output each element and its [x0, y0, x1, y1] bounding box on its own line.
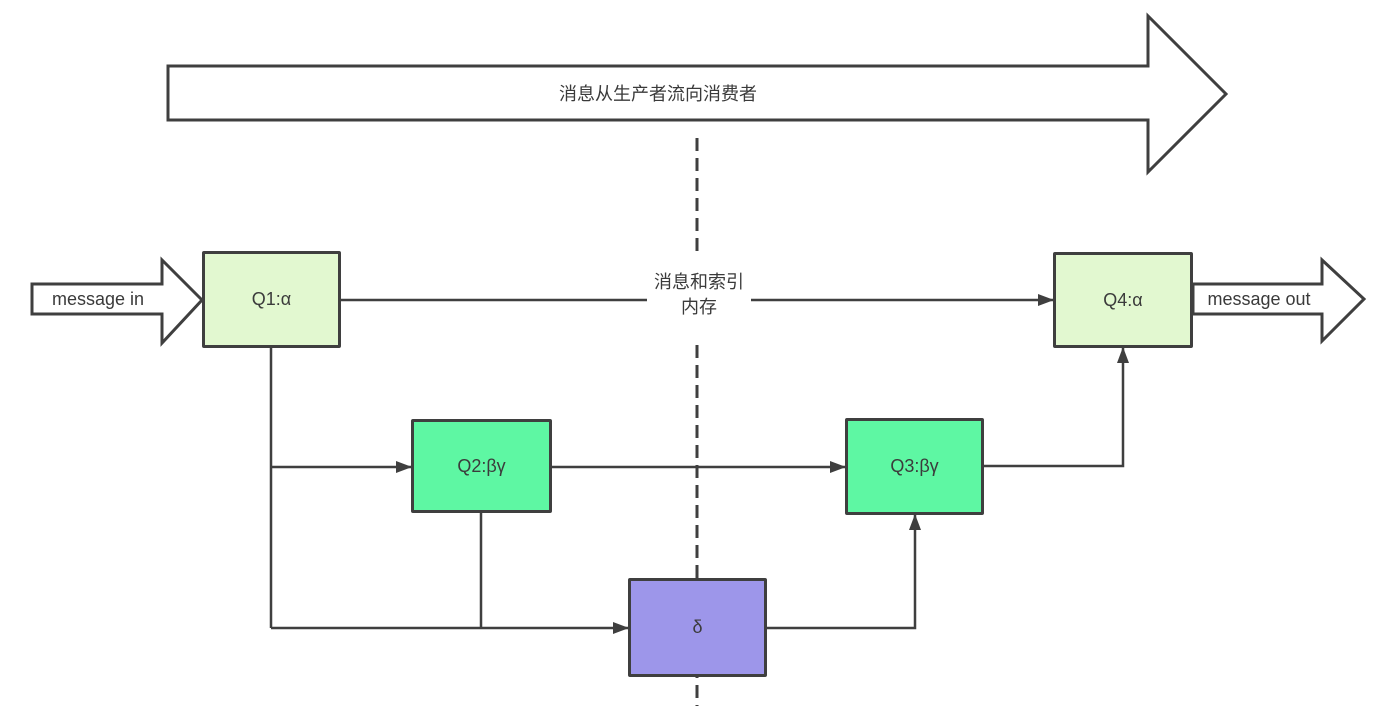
node-delta-label: δ: [692, 617, 703, 637]
connector-delta-to-q3: [767, 514, 921, 630]
node-delta: δ: [628, 578, 767, 677]
message-in-label: message in: [51, 288, 145, 309]
node-q3-label: Q3:βγ: [890, 456, 939, 476]
top-flow-arrow: [166, 12, 1229, 176]
connector-q3-to-q4: [984, 347, 1129, 468]
divider-label-line2: 内存: [681, 297, 717, 317]
node-q2: Q2:βγ: [411, 419, 552, 513]
message-out-label: message out: [1207, 288, 1311, 309]
node-q4: Q4:α: [1053, 252, 1193, 348]
divider-label-line1: 消息和索引: [654, 272, 744, 292]
node-q2-label: Q2:βγ: [457, 455, 506, 476]
message-in-arrow: [30, 256, 205, 347]
divider-label: 消息和索引 内存: [647, 269, 751, 321]
node-q4-label: Q4:α: [1103, 289, 1143, 310]
node-q1-label: Q1:α: [251, 289, 292, 309]
node-q3: Q3:βγ: [845, 418, 984, 515]
message-out-arrow: [1191, 256, 1367, 345]
top-flow-arrow-label: 消息从生产者流向消费者: [559, 84, 757, 104]
node-q1: Q1:α: [202, 251, 341, 348]
